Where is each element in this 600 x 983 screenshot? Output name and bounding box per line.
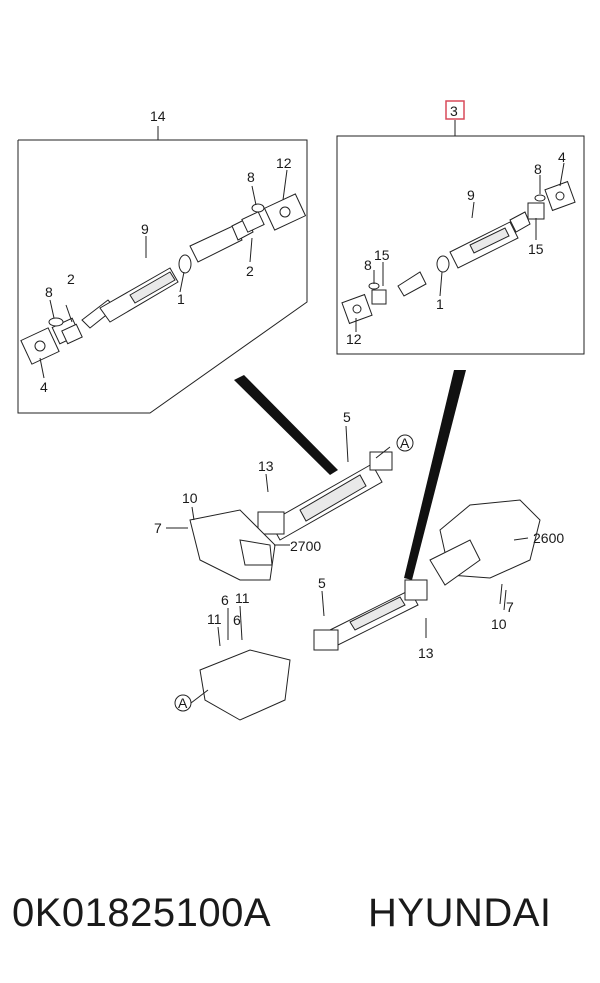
callout-9: 9 <box>141 221 149 237</box>
pointer-wedge-left <box>234 375 338 475</box>
callout-8: 8 <box>247 169 255 185</box>
callout-r1: 1 <box>436 296 444 312</box>
caption: 0K01825100A HYUNDAI <box>0 878 600 948</box>
callout-2600: 2600 <box>533 530 564 546</box>
callout-11b: 11 <box>207 611 222 627</box>
callout-r8b: 8 <box>364 257 372 273</box>
pointer-wedge-right <box>404 370 466 580</box>
callout-left-group: 14 <box>150 108 166 124</box>
callout-right-group: 3 <box>450 103 458 119</box>
callout-13a: 13 <box>258 458 274 474</box>
callout-6a: 6 <box>221 592 229 608</box>
callout-2b: 2 <box>246 263 254 279</box>
callout-5a: 5 <box>343 409 351 425</box>
callout-r12: 12 <box>346 331 362 347</box>
callout-r4: 4 <box>558 149 566 165</box>
callout-6b: 6 <box>233 612 241 628</box>
driveshaft-exploded-diagram: 14 12 8 2 9 1 2 8 4 <box>17 100 585 721</box>
callout-r8: 8 <box>534 161 542 177</box>
callout-2: 2 <box>67 271 75 287</box>
callout-A2: A <box>178 695 188 711</box>
callout-11a: 11 <box>235 590 250 606</box>
part-number: 0K01825100A <box>12 890 272 935</box>
callout-5b: 5 <box>318 575 326 591</box>
callout-r15: 15 <box>528 241 544 257</box>
callout-10b: 10 <box>491 616 507 632</box>
callout-7b: 7 <box>506 599 514 615</box>
callout-2700: 2700 <box>290 538 321 554</box>
callout-12: 12 <box>276 155 292 171</box>
callout-r15b: 15 <box>374 247 390 263</box>
callout-r9: 9 <box>467 187 475 203</box>
callout-7a: 7 <box>154 520 162 536</box>
callout-4: 4 <box>40 379 48 395</box>
callout-A1: A <box>400 435 410 451</box>
callout-10a: 10 <box>182 490 198 506</box>
right-group: 3 4 8 9 15 15 8 1 12 <box>336 100 585 355</box>
highlight-box <box>445 100 465 120</box>
callout-13b: 13 <box>418 645 434 661</box>
brand-name: HYUNDAI <box>368 890 552 935</box>
callout-1: 1 <box>177 291 185 307</box>
left-group: 14 12 8 2 9 1 2 8 4 <box>17 108 308 414</box>
lower-assembly: 5 A 13 10 7 2700 2600 5 6 11 11 6 7 10 1… <box>154 409 564 721</box>
callout-8b: 8 <box>45 284 53 300</box>
left-group-frame <box>17 139 308 414</box>
right-group-frame <box>336 135 585 355</box>
